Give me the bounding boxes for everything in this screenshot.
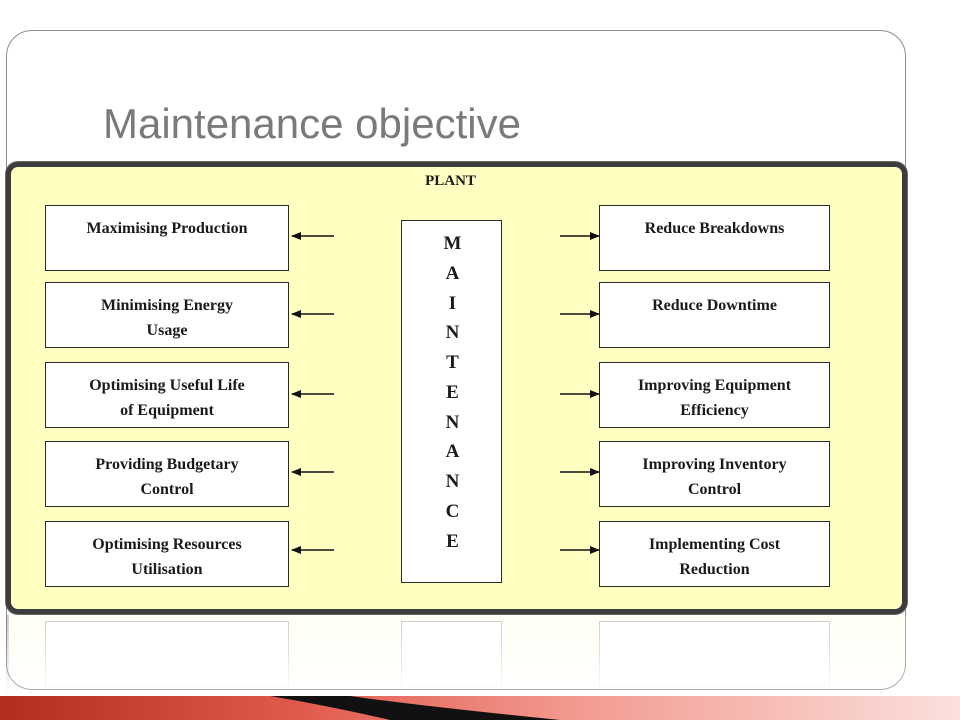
box-line: Usage	[146, 322, 188, 339]
box-line: of Equipment	[120, 402, 214, 419]
maintenance-letter: N	[445, 471, 460, 492]
box-line: Control	[687, 481, 742, 498]
maintenance-letter: C	[445, 501, 460, 522]
maintenance-letter: E	[446, 531, 459, 552]
ribbon-dark-swoosh	[270, 696, 560, 720]
box-line: Providing Budgetary	[95, 456, 239, 473]
box-line: Utilisation	[131, 561, 203, 578]
maintenance-letter: A	[445, 263, 460, 284]
maintenance-letter: A	[445, 441, 460, 462]
box-line: Optimising Resources	[92, 536, 242, 553]
box-line: Reduce Downtime	[652, 297, 777, 314]
box-line: Efficiency	[680, 402, 749, 419]
maintenance-letter: T	[446, 352, 459, 373]
plant-label: PLANT	[425, 173, 476, 189]
box-line: Reduce Breakdowns	[644, 220, 785, 237]
maintenance-column: M A I N T E N A N C E	[401, 220, 502, 583]
box-line: Minimising Energy	[100, 297, 233, 314]
objective-box-maximising-production: Maximising Production	[45, 205, 289, 271]
box-line: Improving Inventory	[642, 456, 787, 473]
maintenance-letter: E	[446, 382, 459, 403]
maintenance-letter: M	[443, 233, 462, 254]
objective-box-optimising-useful-life: Optimising Useful Life of Equipment	[45, 362, 289, 428]
box-line: Improving Equipment	[637, 377, 792, 394]
reflection-plate	[6, 615, 907, 695]
objective-box-reduce-breakdowns: Reduce Breakdowns	[599, 205, 830, 271]
maintenance-letter: N	[445, 412, 460, 433]
bottom-ribbon	[0, 696, 960, 720]
reflection-fade	[6, 615, 907, 695]
box-line: Reduction	[679, 561, 750, 578]
maintenance-letter: I	[448, 293, 457, 314]
box-line: Implementing Cost	[648, 536, 781, 553]
slide-title: Maintenance objective	[103, 100, 521, 147]
box-line: Optimising Useful Life	[89, 377, 245, 394]
diagram-reflection	[6, 615, 907, 695]
maintenance-letter: N	[445, 322, 460, 343]
box-line: Maximising Production	[86, 220, 248, 237]
box-line: Control	[140, 481, 194, 498]
